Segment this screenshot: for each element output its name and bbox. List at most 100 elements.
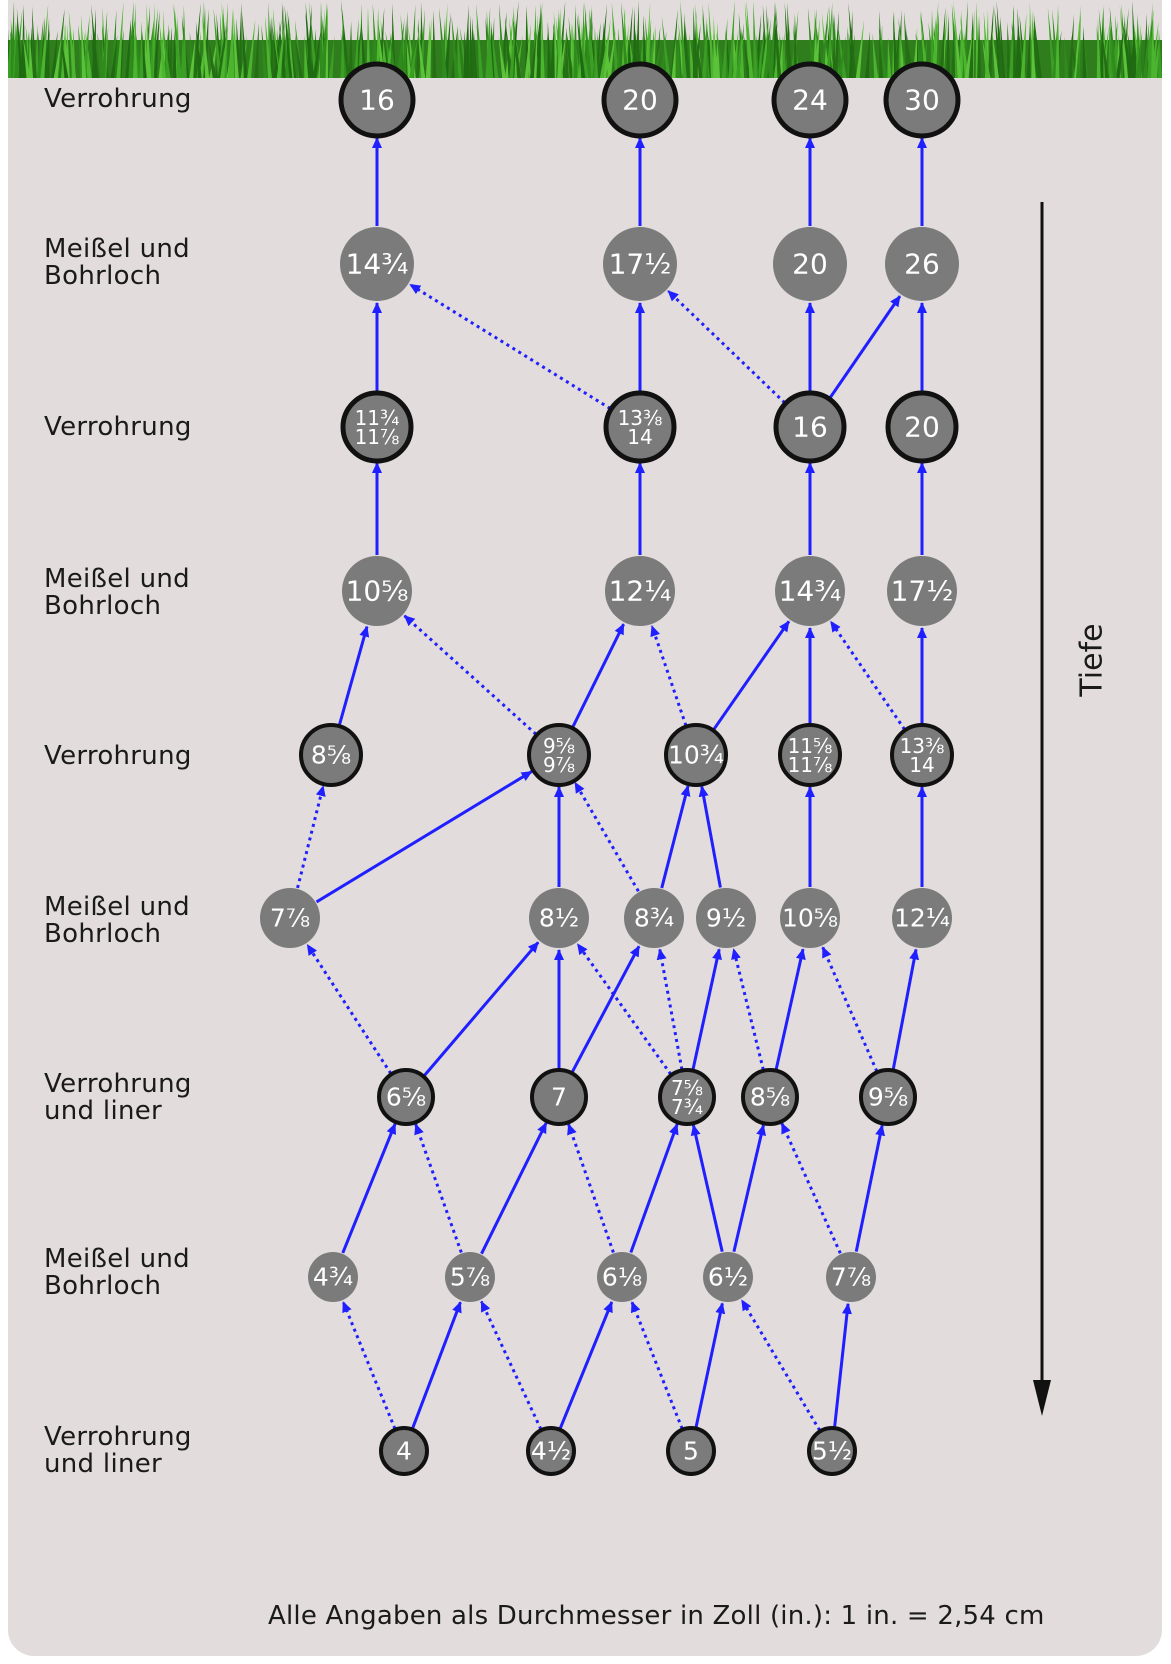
bit-node-b2b: 12¼ [605,556,675,626]
bit-node-b1a: 14¾ [340,227,414,301]
bit-node-b2c: 14¾ [775,556,845,626]
casing-node-c5d: 5½ [807,1426,857,1476]
casing-node-c5a: 4 [379,1426,429,1476]
edge-c3c-to-b2c-solid [712,620,791,731]
node-label: 7⅞ [270,904,310,933]
node-circle [527,723,591,787]
node-circle [603,227,677,301]
casing-node-c1b: 20 [601,61,679,139]
casing-node-c3c: 10¾ [664,723,728,787]
node-label: 16 [359,84,395,117]
edge-c4c-to-b3c-dotted [656,948,684,1070]
node-circle [260,888,320,948]
bit-node-b1c: 20 [773,227,847,301]
node-label: 11⅝ [788,734,833,758]
node-circle [859,1068,917,1126]
edge-b4e-to-c4e-solid [854,1124,886,1252]
node-circle [342,556,412,626]
node-label: 11¾ [355,406,400,430]
node-circle [377,1068,435,1126]
node-label: 9½ [706,904,746,933]
edge-b4b-to-c4a-dotted [414,1123,463,1254]
bit-node-b2d: 17½ [887,556,957,626]
node-label: 10⅝ [346,575,409,608]
bit-node-b3c: 8¾ [624,888,684,948]
node-circle [883,61,961,139]
node-label: 8⅝ [311,741,351,770]
node-circle [773,390,847,464]
edge-c3b-to-b2b-solid [571,623,625,728]
node-circle [338,61,416,139]
casing-node-c1d: 30 [883,61,961,139]
node-label: 4½ [531,1437,571,1466]
casing-node-c4e: 9⅝ [859,1068,917,1126]
node-label: 13⅜ [900,734,945,758]
edge-b3a-to-c3a-dotted [296,785,326,889]
bit-node-b1d: 26 [885,227,959,301]
casing-node-c3a: 8⅝ [299,723,363,787]
bit-node-b3d: 9½ [696,888,756,948]
node-label: 12¼ [894,904,950,933]
casing-node-c4b: 7 [530,1068,588,1126]
node-label: 14 [627,425,652,449]
edge-b3d-to-c3c-solid [698,785,722,888]
footnote: Alle Angaben als Durchmesser in Zoll (in… [268,1601,1045,1631]
node-circle [741,1068,799,1126]
node-label: 20 [792,248,828,281]
node-label: 10¾ [668,741,724,770]
node-label: 20 [622,84,658,117]
edge-b4b-to-c4b-solid [480,1122,548,1255]
edge-c5c-to-b4d-solid [694,1302,726,1428]
row-label-casing-5: Verrohrung und liner [44,1422,192,1479]
edge-c3b-to-b2a-dotted [403,614,537,736]
node-label: 7¾ [671,1095,703,1119]
node-circle [664,723,728,787]
edge-c4a-to-b3a-dotted [306,944,393,1075]
node-label: 6⅛ [602,1263,642,1292]
node-label: 5 [683,1437,699,1466]
node-label: 13⅜ [618,406,663,430]
edge-c4c-to-b3b-dotted [576,943,672,1076]
bit-node-b4e: 7⅞ [826,1252,876,1302]
edge-c2b-to-b1a-dotted [409,283,612,410]
casing-node-c4c: 7⅝7¾ [658,1068,716,1126]
node-circle [601,61,679,139]
node-label: 11⅞ [788,753,833,777]
node-label: 8¾ [634,904,674,933]
node-label: 7 [551,1083,567,1112]
bit-node-b3b: 8½ [529,888,589,948]
bit-node-b3a: 7⅞ [260,888,320,948]
edge-c4d-to-b3d-dotted [731,948,765,1071]
node-circle [603,390,677,464]
edge-c4a-to-b3b-solid [423,941,540,1077]
node-circle [308,1252,358,1302]
node-circle [780,888,840,948]
node-circle [526,1426,576,1476]
edge-c3e-to-b2c-dotted [829,620,906,731]
edge-b4c-to-c4b-dotted [567,1123,615,1253]
bit-node-b3f: 12¼ [892,888,952,948]
node-circle [807,1426,857,1476]
node-label: 4¾ [313,1263,353,1292]
edge-b3a-to-c3b-solid [315,770,533,904]
edge-c5d-to-b4d-dotted [740,1299,821,1432]
row-label-bit-2: Meißel und Bohrloch [44,564,190,621]
row-label-bit-3: Meißel und Bohrloch [44,892,190,949]
edge-b4d-to-c4c-solid [690,1124,724,1252]
row-label-casing-1: Verrohrung [44,84,192,114]
casing-node-c2b: 13⅜14 [603,390,677,464]
bit-node-b4b: 5⅞ [445,1252,495,1302]
edge-c3c-to-b2b-dotted [650,625,688,727]
node-label: 17½ [609,248,672,281]
node-circle [529,888,589,948]
casing-node-c5b: 4½ [526,1426,576,1476]
bit-node-b4c: 6⅛ [597,1252,647,1302]
edge-c5d-to-b4e-solid [833,1302,852,1428]
casing-node-c4a: 6⅝ [377,1068,435,1126]
node-label: 5⅞ [450,1263,490,1292]
node-label: 26 [904,248,940,281]
bit-node-b4d: 6½ [703,1252,753,1302]
node-label: 6⅝ [386,1083,426,1112]
node-circle [892,888,952,948]
